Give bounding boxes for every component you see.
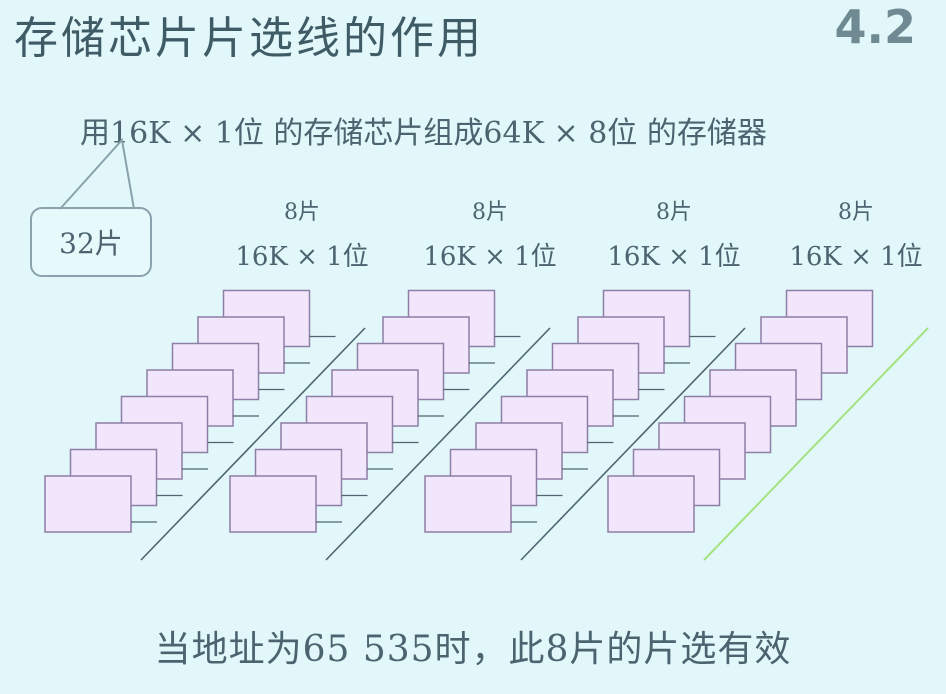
section-number: 4.2 xyxy=(834,0,917,54)
group-spec: 16K × 1位 xyxy=(235,242,369,272)
address-bus-line xyxy=(140,327,366,561)
chip-group-4 xyxy=(607,289,929,561)
group-label-2: 8片 16K × 1位 xyxy=(400,200,580,274)
group-spec: 16K × 1位 xyxy=(607,242,741,272)
group-count: 8片 xyxy=(656,200,692,225)
group-label-1: 8片 16K × 1位 xyxy=(212,200,392,274)
group-count: 8片 xyxy=(838,200,874,225)
group-count: 8片 xyxy=(472,200,508,225)
memory-chip xyxy=(607,475,695,533)
chip-group-3 xyxy=(424,289,746,561)
chip-group-1 xyxy=(44,289,366,561)
group-spec: 16K × 1位 xyxy=(423,242,557,272)
subtitle: 用16K × 1位 的存储芯片组成64K × 8位 的存储器 xyxy=(80,116,767,151)
group-spec: 16K × 1位 xyxy=(789,242,923,272)
address-bus-line xyxy=(520,327,746,561)
memory-chip xyxy=(229,475,317,533)
memory-chip xyxy=(44,475,132,533)
footer-caption: 当地址为65 535时，此8片的片选有效 xyxy=(154,629,792,670)
callout-pointer xyxy=(59,137,135,210)
group-label-3: 8片 16K × 1位 xyxy=(584,200,764,274)
group-count: 8片 xyxy=(284,200,320,225)
memory-chip xyxy=(424,475,512,533)
chip-group-2 xyxy=(229,289,551,561)
chip-select-line-active xyxy=(703,327,929,561)
slide-title: 存储芯片片选线的作用 xyxy=(14,13,484,64)
group-label-4: 8片 16K × 1位 xyxy=(766,200,946,274)
callout-box: 32片 xyxy=(30,207,152,277)
address-bus-line xyxy=(325,327,551,561)
